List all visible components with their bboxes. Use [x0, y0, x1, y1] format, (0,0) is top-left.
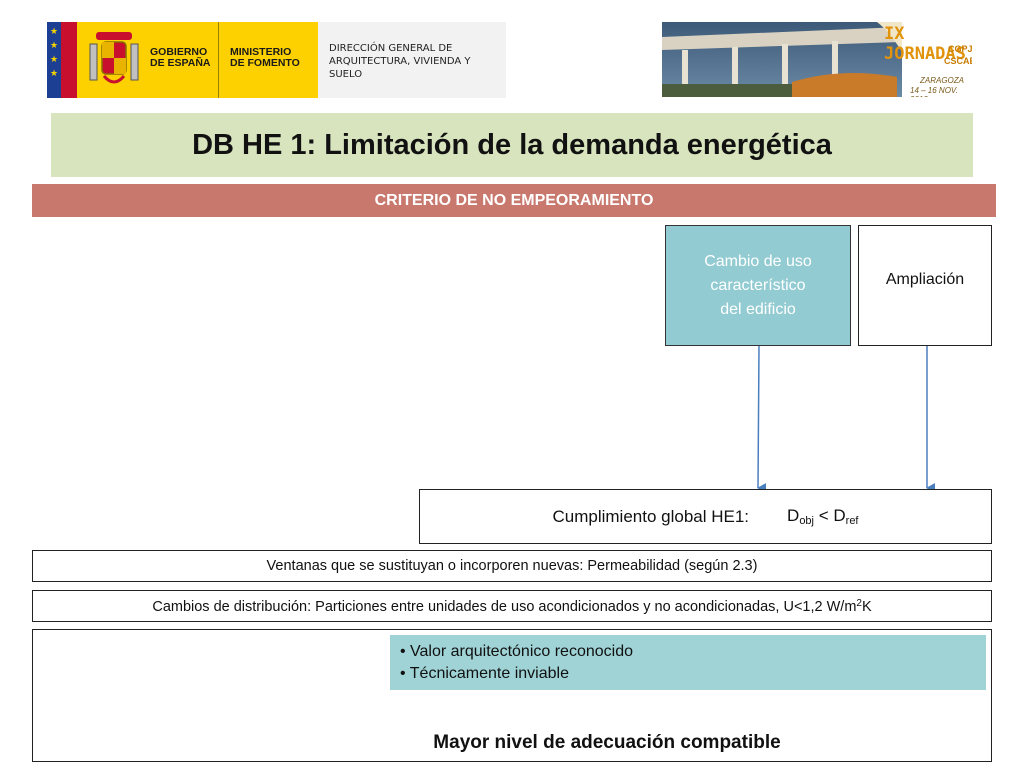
direccion-text: DIRECCIÓN GENERAL DE ARQUITECTURA, VIVIE… — [329, 43, 471, 80]
distribucion-sup: 2 — [856, 597, 862, 609]
jornadas-title: IX JORNADAS — [884, 24, 966, 64]
excepciones-list: Valor arquitectónico reconocido Técnicam… — [390, 635, 986, 690]
jornadas-banner: IX JORNADAS CGPJ CSCAE ZARAGOZA 14 – 16 … — [662, 22, 972, 97]
logo-divider — [218, 22, 219, 98]
page-title: DB HE 1: Limitación de la demanda energé… — [192, 128, 832, 161]
star-icon: ★ — [50, 40, 59, 50]
distribucion-end: K — [861, 598, 872, 615]
star-icon: ★ — [50, 26, 59, 36]
formula-d-obj: D — [787, 506, 800, 525]
eu-blue-stripe — [47, 22, 61, 98]
formula-sub-obj: obj — [799, 515, 814, 527]
direccion-block — [318, 22, 506, 98]
arrow-cambio-to-cumplimiento — [757, 345, 767, 494]
gobierno-line2: DE ESPAÑA — [150, 57, 211, 69]
cambio-line3: del edificio — [720, 300, 796, 318]
ventanas-text: Ventanas que se sustituyan o incorporen … — [266, 558, 758, 574]
cambio-line2: característico — [710, 276, 806, 294]
coat-of-arms-icon — [89, 32, 139, 84]
star-icon: ★ — [50, 54, 59, 64]
cambio-line1: Cambio de uso — [704, 252, 812, 270]
gobierno-text: GOBIERNO DE ESPAÑA — [150, 47, 210, 69]
cumplimiento-formula: Dobj < Dref — [787, 506, 858, 527]
ministerio-line1: MINISTERIO — [230, 46, 292, 58]
list-item: Técnicamente inviable — [400, 663, 976, 685]
ministerio-line2: DE FOMENTO — [230, 57, 300, 69]
cambio-uso-box: Cambio de uso característico del edifici… — [665, 225, 851, 346]
cumplimiento-box: Cumplimiento global HE1: Dobj < Dref — [419, 489, 992, 544]
jornadas-line1: CGPJ — [948, 44, 972, 54]
jornadas-line3: ZARAGOZA — [920, 76, 965, 85]
building-photo-icon — [662, 22, 902, 97]
list-item: Valor arquitectónico reconocido — [400, 641, 976, 663]
ventanas-box: Ventanas que se sustituyan o incorporen … — [32, 550, 992, 582]
criterio-band: CRITERIO DE NO EMPEORAMIENTO — [32, 184, 996, 217]
gobierno-line1: GOBIERNO — [150, 46, 208, 58]
jornadas-line2: CSCAE — [944, 56, 972, 66]
formula-operator: < — [814, 506, 834, 525]
formula-d-ref: D — [833, 506, 846, 525]
title-band: DB HE 1: Limitación de la demanda energé… — [51, 113, 973, 177]
formula-sub-ref: ref — [845, 515, 859, 527]
distribucion-box: Cambios de distribución: Particiones ent… — [32, 590, 992, 622]
ampliacion-label: Ampliación — [885, 271, 965, 288]
ministerio-text: MINISTERIO DE FOMENTO — [230, 47, 300, 69]
star-icon: ★ — [50, 68, 59, 78]
mayor-nivel-text: Mayor nivel de adecuación compatible — [433, 732, 781, 753]
distribucion-text: Cambios de distribución: Particiones ent… — [152, 598, 871, 615]
cumplimiento-label: Cumplimiento global HE1: — [552, 506, 750, 526]
distribucion-main: Cambios de distribución: Particiones ent… — [152, 598, 857, 615]
jornadas-line4: 14 – 16 NOV. 2013 — [910, 86, 958, 97]
ampliacion-box: Ampliación — [858, 225, 992, 346]
